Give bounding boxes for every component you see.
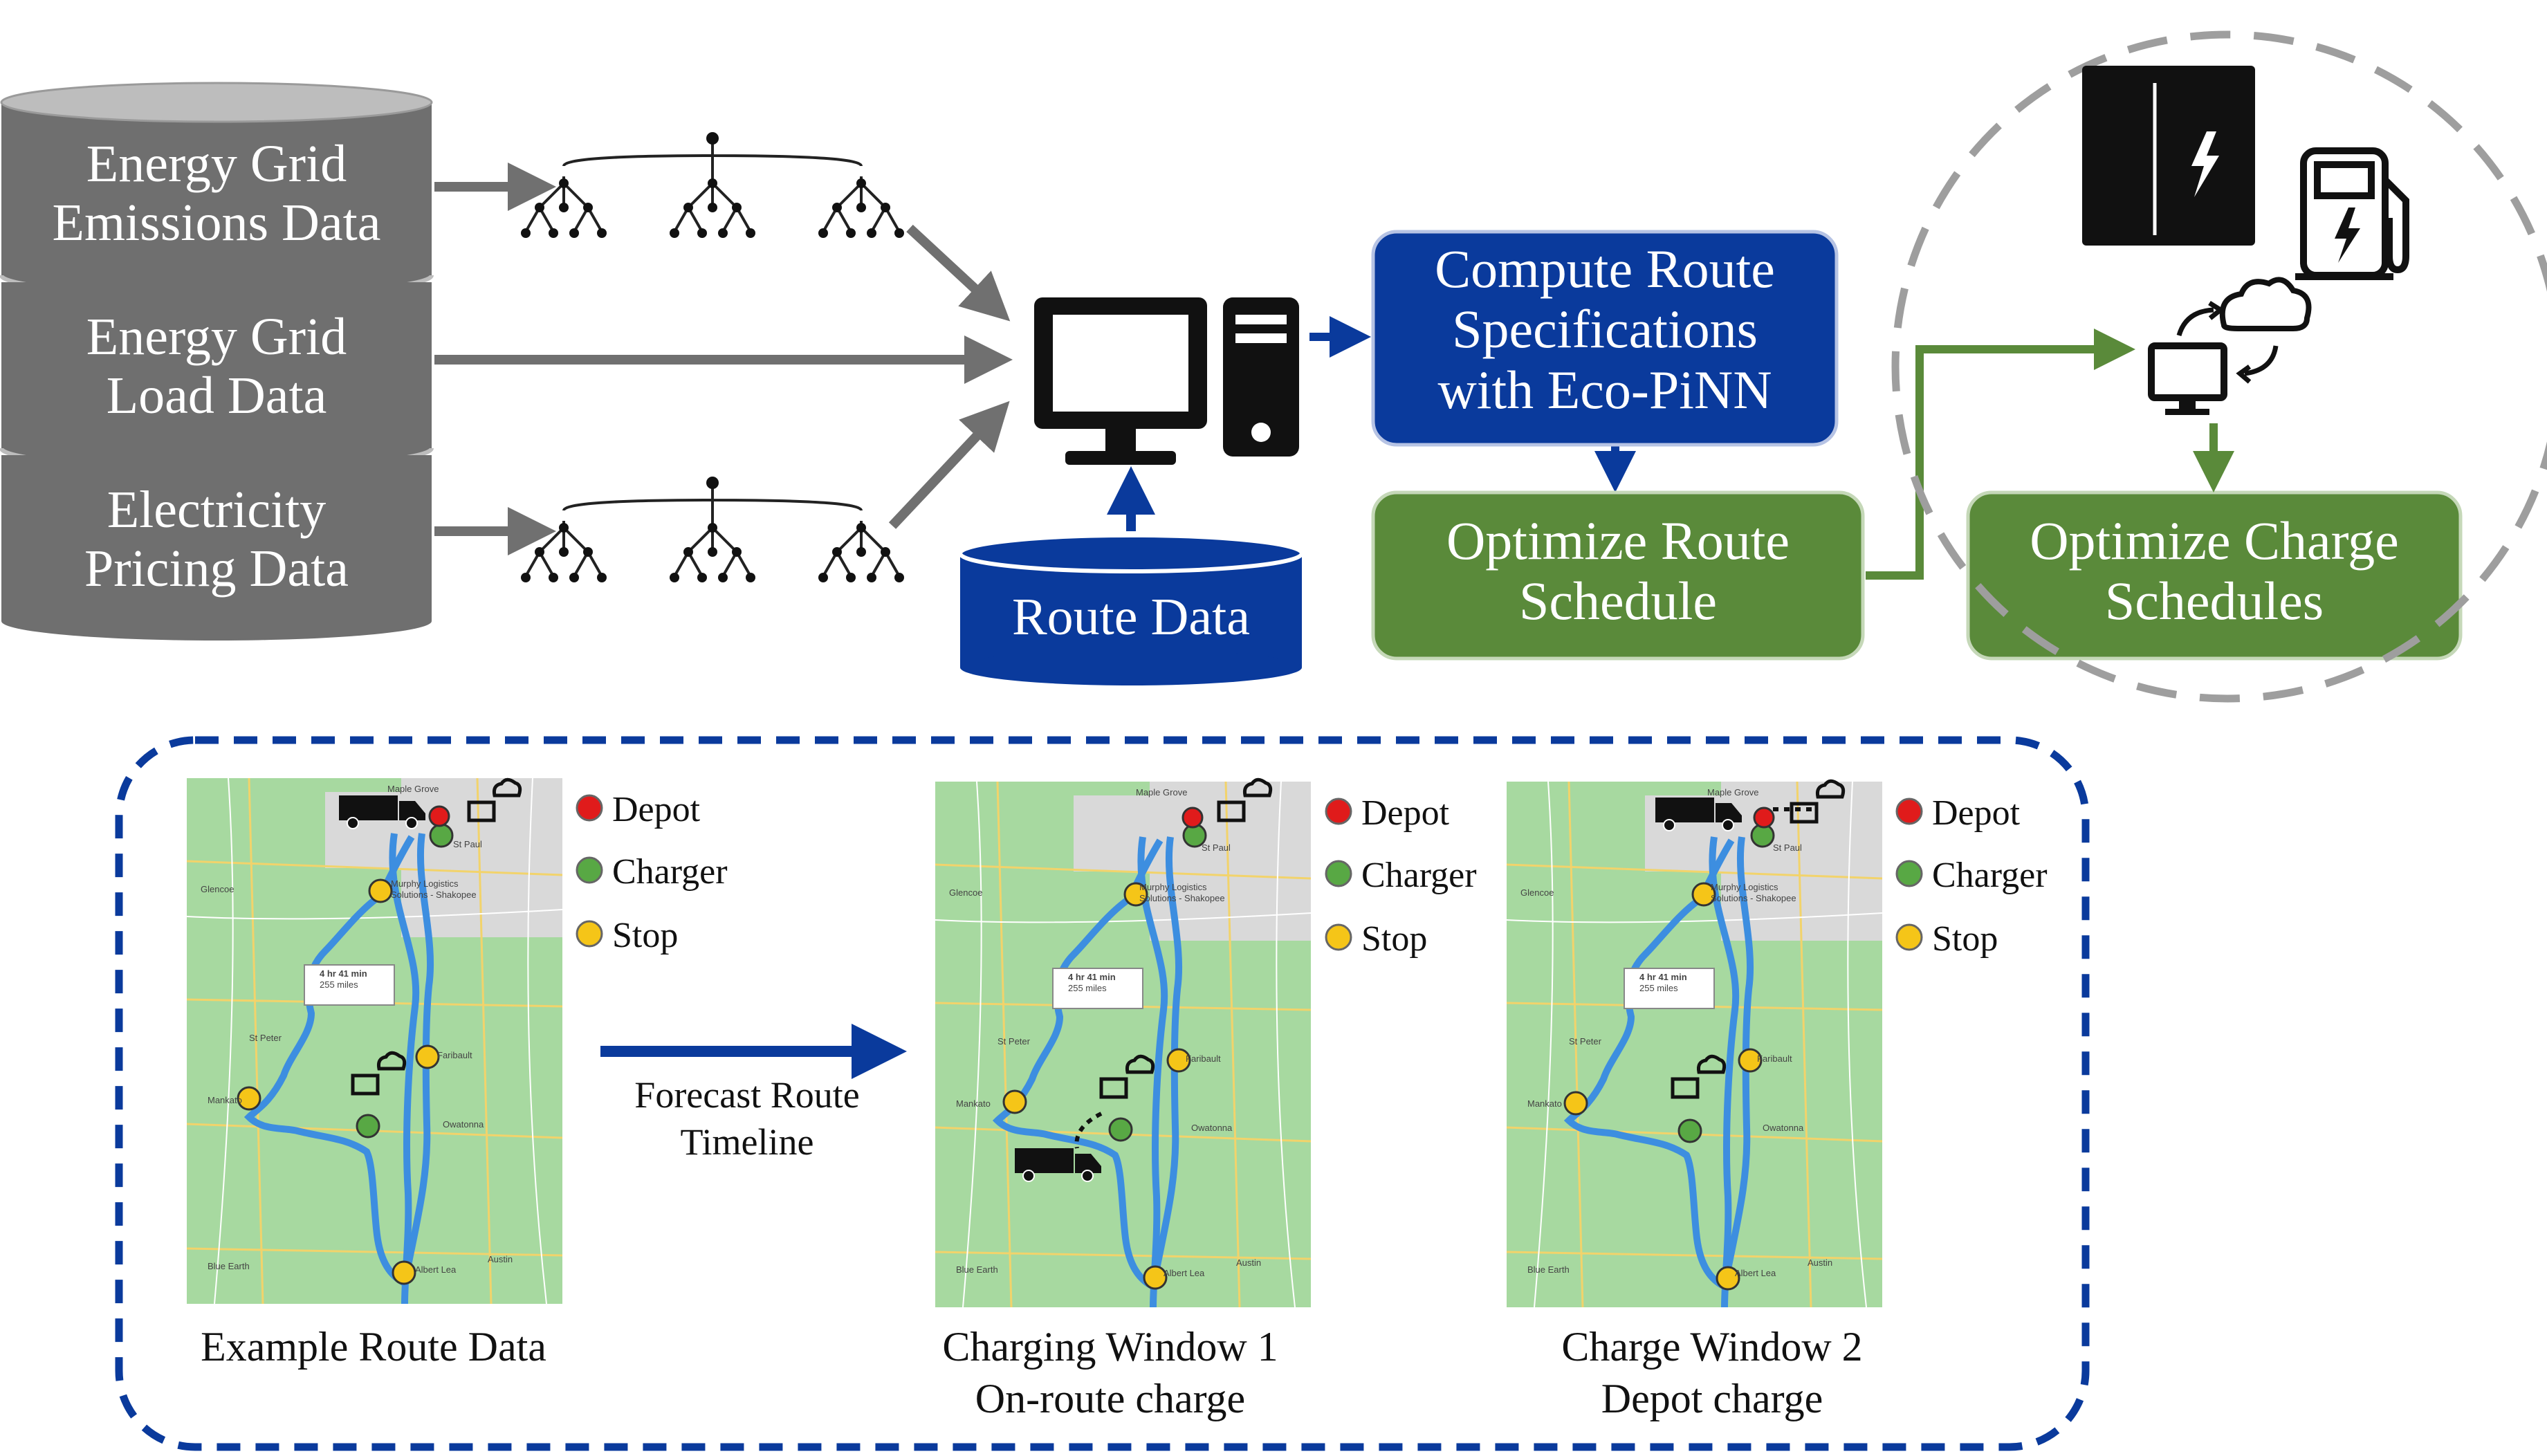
svg-text:Charger: Charger [1932, 856, 2048, 895]
svg-text:Depot: Depot [1361, 793, 1450, 833]
svg-text:Charger: Charger [612, 852, 728, 892]
legend-2: Depot Charger Stop [1325, 793, 1477, 959]
svg-text:Murphy Logistics: Murphy Logistics [1139, 882, 1207, 892]
svg-text:Albert Lea: Albert Lea [1164, 1268, 1205, 1278]
arrow-tree2-to-computer [888, 400, 1010, 529]
svg-text:Maple Grove: Maple Grove [1707, 787, 1758, 798]
svg-text:Murphy Logistics: Murphy Logistics [391, 878, 459, 889]
svg-text:St Peter: St Peter [997, 1036, 1031, 1047]
svg-text:Solutions - Shakopee: Solutions - Shakopee [1711, 893, 1796, 903]
svg-text:Owatonna: Owatonna [1191, 1123, 1233, 1133]
charging-cabinet-icon [2082, 66, 2255, 246]
database-cylinder-emissions [0, 82, 434, 297]
database-cylinder-pricing [1, 455, 432, 641]
map-text-labels: Maple Grove St Paul Murphy Logistics Sol… [201, 784, 513, 1275]
svg-text:Maple Grove: Maple Grove [1136, 787, 1187, 798]
svg-text:Glencoe: Glencoe [1520, 887, 1554, 898]
svg-text:Blue Earth: Blue Earth [1527, 1264, 1570, 1275]
route-data-label: Route Data [1011, 588, 1250, 646]
optimize-charge-box [1966, 490, 2463, 661]
svg-text:Stop: Stop [612, 916, 678, 955]
charging-infrastructure-circle [1891, 30, 2547, 703]
svg-text:Solutions - Shakopee: Solutions - Shakopee [1139, 893, 1225, 903]
svg-text:St Paul: St Paul [1773, 842, 1802, 853]
charging-station-icon [2295, 147, 2409, 280]
svg-text:Austin: Austin [488, 1254, 513, 1264]
svg-text:Mankato: Mankato [208, 1095, 242, 1105]
svg-text:Depot: Depot [1932, 793, 2021, 833]
svg-text:4 hr 41 min: 4 hr 41 min [1639, 972, 1687, 982]
svg-text:Charger: Charger [1361, 856, 1477, 895]
legend-3: Depot Charger Stop [1895, 793, 2048, 959]
svg-text:255 miles: 255 miles [1068, 983, 1107, 993]
svg-text:255 miles: 255 miles [320, 979, 358, 990]
svg-text:Austin: Austin [1808, 1257, 1832, 1268]
svg-text:255 miles: 255 miles [1639, 983, 1678, 993]
truck-icon [339, 795, 425, 829]
svg-text:Faribault: Faribault [1757, 1053, 1792, 1064]
svg-text:St Peter: St Peter [249, 1033, 282, 1043]
tree-nodes [521, 477, 904, 582]
svg-text:St Peter: St Peter [1569, 1036, 1602, 1047]
svg-text:Stop: Stop [1932, 919, 1998, 959]
svg-text:Faribault: Faribault [437, 1050, 472, 1060]
truck-icon [1655, 798, 1742, 831]
svg-text:Blue Earth: Blue Earth [208, 1261, 250, 1271]
cloud-sync-icon [351, 777, 1846, 1099]
svg-text:Mankato: Mankato [956, 1098, 991, 1109]
svg-text:Murphy Logistics: Murphy Logistics [1711, 882, 1778, 892]
svg-text:Mankato: Mankato [1527, 1098, 1562, 1109]
svg-text:Maple Grove: Maple Grove [387, 784, 439, 794]
svg-text:St Paul: St Paul [453, 839, 482, 849]
svg-text:Glencoe: Glencoe [949, 887, 982, 898]
svg-text:Glencoe: Glencoe [201, 884, 234, 894]
map-text-labels: Maple Grove St Paul Murphy Logistics Sol… [1520, 787, 1832, 1278]
truck-icon [1015, 1148, 1101, 1182]
cloud-sync-icon [2148, 277, 2312, 415]
timeline-frame [115, 736, 2090, 1451]
svg-text:Owatonna: Owatonna [443, 1119, 484, 1130]
svg-text:Albert Lea: Albert Lea [415, 1264, 457, 1275]
svg-text:Stop: Stop [1361, 919, 1427, 959]
map-text-labels: Maple Grove St Paul Murphy Logistics Sol… [949, 787, 1261, 1278]
svg-text:4 hr 41 min: 4 hr 41 min [320, 968, 367, 979]
arrow-tree1-to-computer [906, 224, 1011, 322]
svg-text:Blue Earth: Blue Earth [956, 1264, 998, 1275]
compute-box [1371, 230, 1839, 447]
map-caption-1: Example Route Data [201, 1324, 546, 1370]
optimize-route-box [1371, 490, 1865, 661]
svg-text:Faribault: Faribault [1186, 1053, 1221, 1064]
map-panel-3 [1507, 782, 1882, 1307]
tree-nodes [521, 132, 904, 238]
svg-text:4 hr 41 min: 4 hr 41 min [1068, 972, 1116, 982]
svg-text:Depot: Depot [612, 790, 701, 829]
svg-text:Solutions - Shakopee: Solutions - Shakopee [391, 890, 477, 900]
svg-text:Owatonna: Owatonna [1763, 1123, 1804, 1133]
computer-icon [1034, 297, 1299, 465]
arrow-route-to-cloud [1866, 329, 2135, 580]
route-data-cylinder [958, 533, 1304, 685]
svg-text:St Paul: St Paul [1202, 842, 1231, 853]
map-panel-2 [935, 782, 1311, 1307]
map-panel-1 [187, 778, 562, 1304]
legend-1: Depot Charger Stop [576, 790, 728, 955]
svg-text:Austin: Austin [1236, 1257, 1261, 1268]
svg-text:Albert Lea: Albert Lea [1735, 1268, 1776, 1278]
